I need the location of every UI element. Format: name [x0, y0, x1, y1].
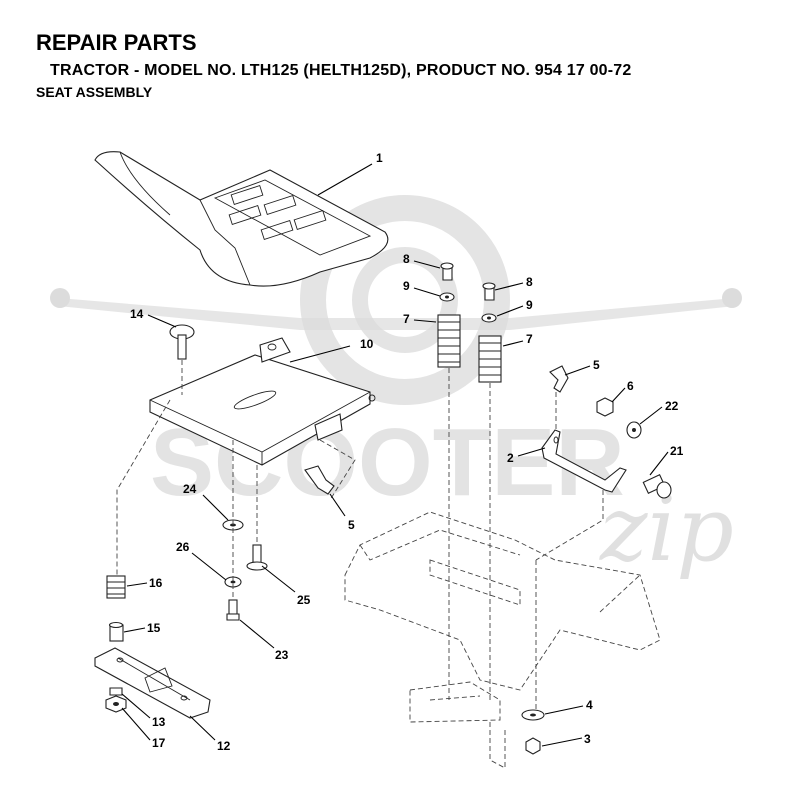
callout-2: 2 — [507, 451, 514, 465]
bolt-23 — [226, 599, 240, 621]
bolt-13 — [109, 687, 123, 696]
callout-labels: 1 8 9 7 8 9 7 14 10 5 6 22 2 21 24 5 26 … — [130, 151, 684, 753]
callout-7b: 7 — [526, 332, 533, 346]
bolt-25 — [246, 544, 268, 571]
bracket — [541, 429, 627, 493]
callout-22: 22 — [665, 399, 679, 413]
nut-17 — [105, 695, 127, 713]
callout-5b: 5 — [348, 518, 355, 532]
page-title: REPAIR PARTS — [36, 30, 197, 55]
callout-8b: 8 — [526, 275, 533, 289]
callout-9b: 9 — [526, 298, 533, 312]
callout-13: 13 — [152, 715, 166, 729]
adjuster-plate — [94, 647, 211, 719]
callout-8: 8 — [403, 252, 410, 266]
callout-1: 1 — [376, 151, 383, 165]
callout-3: 3 — [584, 732, 591, 746]
spacer-15 — [108, 621, 124, 642]
seat — [94, 151, 389, 287]
washer-4 — [521, 709, 545, 721]
callout-9: 9 — [403, 279, 410, 293]
nut-6 — [596, 397, 614, 417]
callout-25: 25 — [297, 593, 311, 607]
tractor-frame — [344, 490, 661, 769]
callout-15: 15 — [147, 621, 161, 635]
shoulder-bolt — [642, 474, 672, 499]
callout-16: 16 — [149, 576, 163, 590]
callout-7: 7 — [403, 312, 410, 326]
callout-23: 23 — [275, 648, 289, 662]
spring-stack-left — [437, 262, 461, 700]
callout-12: 12 — [217, 739, 231, 753]
section-title: SEAT ASSEMBLY — [36, 84, 153, 100]
spring-stack-right — [478, 282, 502, 700]
carriage-bolt — [169, 324, 195, 395]
spring-16 — [106, 575, 126, 599]
washer-22 — [626, 421, 642, 439]
callout-17: 17 — [152, 736, 166, 750]
watermark: SCOOTER zip — [50, 195, 742, 582]
leader-lines — [121, 163, 669, 747]
callout-26: 26 — [176, 540, 190, 554]
callout-6: 6 — [627, 379, 634, 393]
callout-4: 4 — [586, 698, 593, 712]
callout-24: 24 — [183, 482, 197, 496]
callout-10: 10 — [360, 337, 374, 351]
page-subtitle: TRACTOR - MODEL NO. LTH125 (HELTH125D), … — [50, 62, 632, 79]
bolt-3 — [525, 737, 541, 755]
callout-21: 21 — [670, 444, 684, 458]
clip-left — [304, 439, 356, 501]
callout-14: 14 — [130, 307, 144, 321]
seat-pan — [149, 337, 376, 466]
callout-5: 5 — [593, 358, 600, 372]
